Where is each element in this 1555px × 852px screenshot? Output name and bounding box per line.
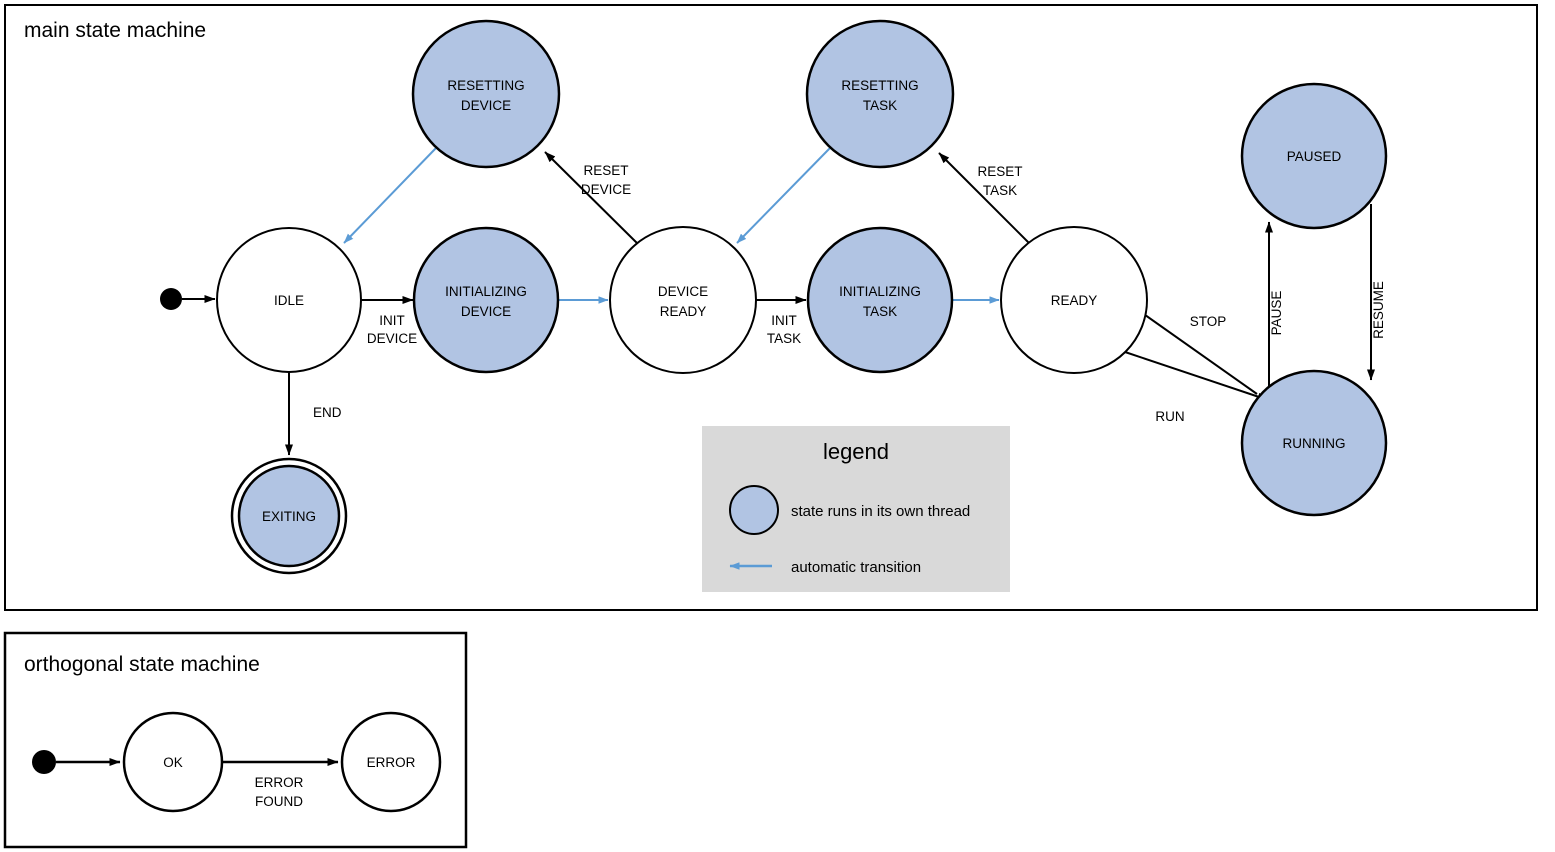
state-label-resetting-device-line2: DEVICE (461, 98, 511, 113)
state-node-running[interactable]: RUNNING (1240, 369, 1388, 517)
state-circle-initializing-task (806, 226, 954, 374)
state-label-resetting-task-line2: TASK (863, 98, 897, 113)
state-node-exiting[interactable]: EXITING (230, 457, 348, 575)
legend-item-thread-state-label: state runs in its own thread (791, 503, 970, 520)
state-label-exiting: EXITING (262, 509, 316, 524)
main-frame-title: main state machine (24, 19, 206, 42)
transition-label-end: END (313, 405, 342, 420)
state-circle-ok (122, 711, 224, 813)
transition-label-stop: STOP (1190, 314, 1227, 329)
state-label-initializing-task-line2: TASK (863, 304, 897, 319)
state-label-ok: OK (163, 755, 183, 770)
main-initial-state-dot (160, 288, 182, 310)
state-node-resetting-task[interactable]: RESETTING TASK (805, 19, 955, 169)
state-circle-running (1240, 369, 1388, 517)
state-label-resetting-device-line1: RESETTING (447, 78, 524, 93)
state-circle-initializing-device (412, 226, 560, 374)
transition-ready-to-resetting-task (938, 152, 1035, 249)
transition-label-pause: PAUSE (1269, 291, 1284, 336)
state-label-initializing-device-line1: INITIALIZING (445, 284, 527, 299)
state-label-ready: READY (1051, 293, 1098, 308)
state-label-initializing-task-line1: INITIALIZING (839, 284, 921, 299)
state-label-error: ERROR (367, 755, 416, 770)
state-node-initializing-task[interactable]: INITIALIZING TASK (806, 226, 954, 374)
state-node-ready[interactable]: READY (1000, 226, 1148, 374)
transition-label-run: RUN (1155, 409, 1184, 424)
transition-label-reset-task-line1: RESET (977, 164, 1022, 179)
state-label-initializing-device-line2: DEVICE (461, 304, 511, 319)
state-node-idle[interactable]: IDLE (216, 227, 362, 373)
state-node-resetting-device[interactable]: RESETTING DEVICE (411, 19, 561, 169)
state-circle-device-ready (609, 226, 757, 374)
transition-resetting-device-to-idle-auto (343, 147, 437, 244)
state-circle-error (340, 711, 442, 813)
state-circle-resetting-task (805, 19, 955, 169)
legend-title: legend (823, 439, 889, 464)
transition-label-error-found-line2: FOUND (255, 794, 303, 809)
transition-resetting-task-to-device-ready-auto (736, 147, 831, 244)
transition-label-reset-device-line2: DEVICE (581, 182, 631, 197)
state-label-device-ready-line2: READY (660, 304, 707, 319)
orthogonal-initial-state-dot (32, 750, 56, 774)
transition-ready-to-running (1124, 351, 1269, 401)
state-node-device-ready[interactable]: DEVICE READY (609, 226, 757, 374)
state-circle-paused (1240, 82, 1388, 230)
transition-label-resume: RESUME (1371, 281, 1386, 339)
state-label-paused: PAUSED (1287, 149, 1342, 164)
transition-label-init-device-line2: DEVICE (367, 331, 417, 346)
state-node-initializing-device[interactable]: INITIALIZING DEVICE (412, 226, 560, 374)
state-label-resetting-task-line1: RESETTING (841, 78, 918, 93)
transition-label-reset-device-line1: RESET (583, 163, 628, 178)
state-node-ok[interactable]: OK (122, 711, 224, 813)
state-circle-ready (1000, 226, 1148, 374)
transition-label-init-task-line1: INIT (771, 313, 797, 328)
transition-running-to-ready (1130, 304, 1258, 395)
legend-box: legend state runs in its own thread auto… (702, 426, 1010, 592)
state-circle-idle (216, 227, 362, 373)
orthogonal-frame-title: orthogonal state machine (24, 653, 260, 676)
transition-label-reset-task-line2: TASK (983, 183, 1017, 198)
state-label-idle: IDLE (274, 293, 304, 308)
state-label-running: RUNNING (1283, 436, 1346, 451)
legend-thread-state-circle-icon (729, 485, 779, 535)
transition-label-error-found-line1: ERROR (255, 775, 304, 790)
transition-label-init-device-line1: INIT (379, 313, 405, 328)
state-label-device-ready-line1: DEVICE (658, 284, 708, 299)
legend-item-automatic-transition-label: automatic transition (791, 559, 921, 576)
transition-label-init-task-line2: TASK (767, 331, 801, 346)
transition-device-ready-to-resetting-device (544, 151, 643, 249)
state-node-paused[interactable]: PAUSED (1240, 82, 1388, 230)
state-circle-resetting-device (411, 19, 561, 169)
state-circle-exiting (237, 464, 341, 568)
state-node-error[interactable]: ERROR (340, 711, 442, 813)
